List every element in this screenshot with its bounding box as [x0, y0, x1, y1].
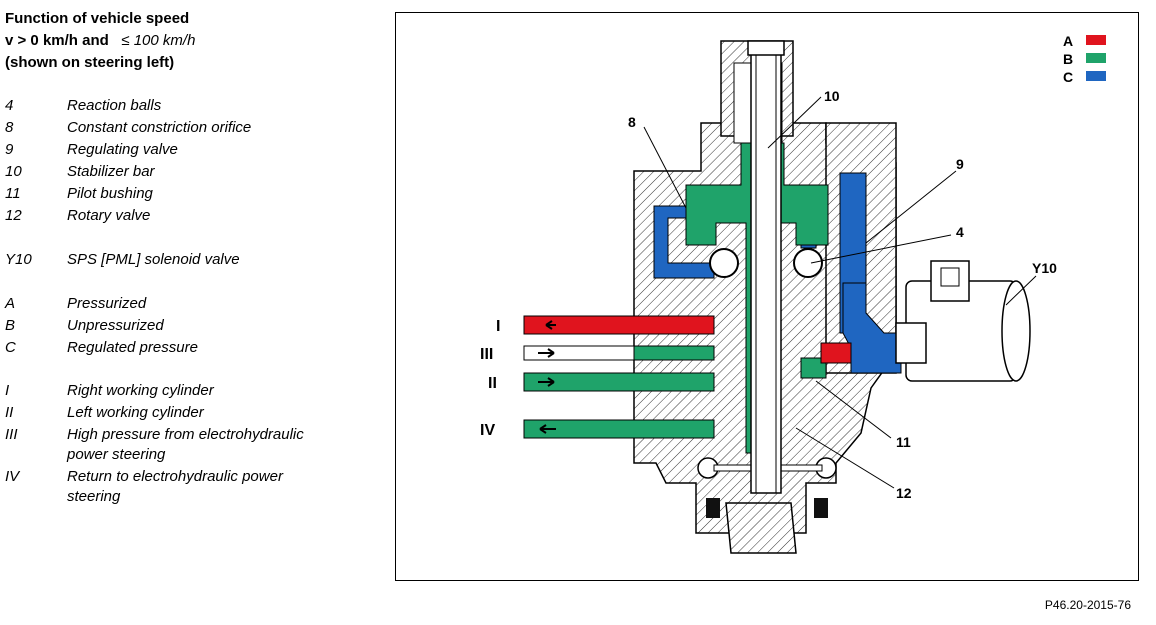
reaction-ball-right [793, 248, 823, 278]
figure-reference: P46.20-2015-76 [1044, 598, 1131, 612]
key-swatch-b [1086, 53, 1106, 63]
stabilizer-bar [747, 40, 785, 494]
legend-key: 11 [5, 185, 21, 202]
callout-12: 12 [896, 485, 912, 501]
port-lines [523, 315, 715, 439]
legend-key: 4 [5, 97, 14, 114]
legend-key: C [5, 339, 16, 356]
port-label-iii: III [480, 346, 493, 363]
callout-y10: Y10 [1032, 260, 1057, 276]
legend-key: 9 [5, 141, 14, 158]
legend-text: Pilot bushing [67, 185, 153, 202]
legend-key: B [5, 317, 16, 334]
legend-key: III [5, 426, 18, 443]
port-label-iv: IV [480, 422, 495, 439]
legend-key: 12 [5, 207, 22, 224]
legend-key: I [5, 382, 10, 399]
steering-note: (shown on steering left) [5, 54, 175, 71]
legend-text-cont: steering [67, 488, 121, 505]
legend-key: A [5, 295, 16, 312]
legend-text: Regulating valve [67, 141, 178, 158]
legend-text: Stabilizer bar [67, 163, 155, 180]
legend-text: Constant constriction orifice [67, 119, 252, 136]
legend-text: Left working cylinder [67, 404, 204, 421]
legend-text: Pressurized [67, 295, 147, 312]
callout-10: 10 [824, 88, 840, 104]
legend-text: Regulated pressure [67, 339, 198, 356]
port-label-i: I [496, 318, 500, 335]
legend-key: Y10 [5, 251, 32, 268]
legend-text: SPS [PML] solenoid valve [67, 251, 240, 268]
key-label-c: C [1063, 69, 1073, 85]
legend-text: Rotary valve [67, 207, 151, 224]
key-label-a: A [1063, 33, 1073, 49]
legend-text: Unpressurized [67, 317, 164, 334]
callout-9: 9 [956, 156, 964, 172]
legend-text: Reaction balls [67, 97, 162, 114]
port-label-ii: II [488, 375, 497, 392]
reaction-ball-left [709, 248, 739, 278]
steering-valve-diagram: I III II IV 8 10 9 4 Y10 11 12 A B C [480, 33, 1106, 554]
legend-text: Right working cylinder [67, 382, 214, 399]
callout-11: 11 [896, 434, 911, 450]
legend-text-cont: power steering [67, 446, 166, 463]
callout-leaders [643, 96, 1037, 489]
callout-4: 4 [956, 224, 964, 240]
key-label-b: B [1063, 51, 1073, 67]
legend-key: 8 [5, 119, 14, 136]
legend-key: 10 [5, 163, 22, 180]
key-swatch-a [1086, 35, 1106, 45]
callout-8: 8 [628, 114, 636, 130]
key-swatch-c [1086, 71, 1106, 81]
legend-text: High pressure from electrohydraulic [67, 426, 304, 443]
speed-condition: v > 0 km/h and ≤ 100 km/h [5, 32, 195, 50]
diagram-title: Function of vehicle speed [5, 10, 190, 27]
legend-key: II [5, 404, 14, 421]
diagram-frame: I III II IV 8 10 9 4 Y10 11 12 A B C [395, 12, 1139, 581]
legend-key: IV [5, 468, 20, 485]
legend-text: Return to electrohydraulic power [67, 468, 283, 485]
speed-condition-a: v > 0 km/h and [5, 32, 109, 49]
speed-condition-b: ≤ 100 km/h [121, 32, 196, 49]
color-key: A B C [1063, 33, 1106, 85]
solenoid-valve-y10 [820, 260, 1031, 382]
